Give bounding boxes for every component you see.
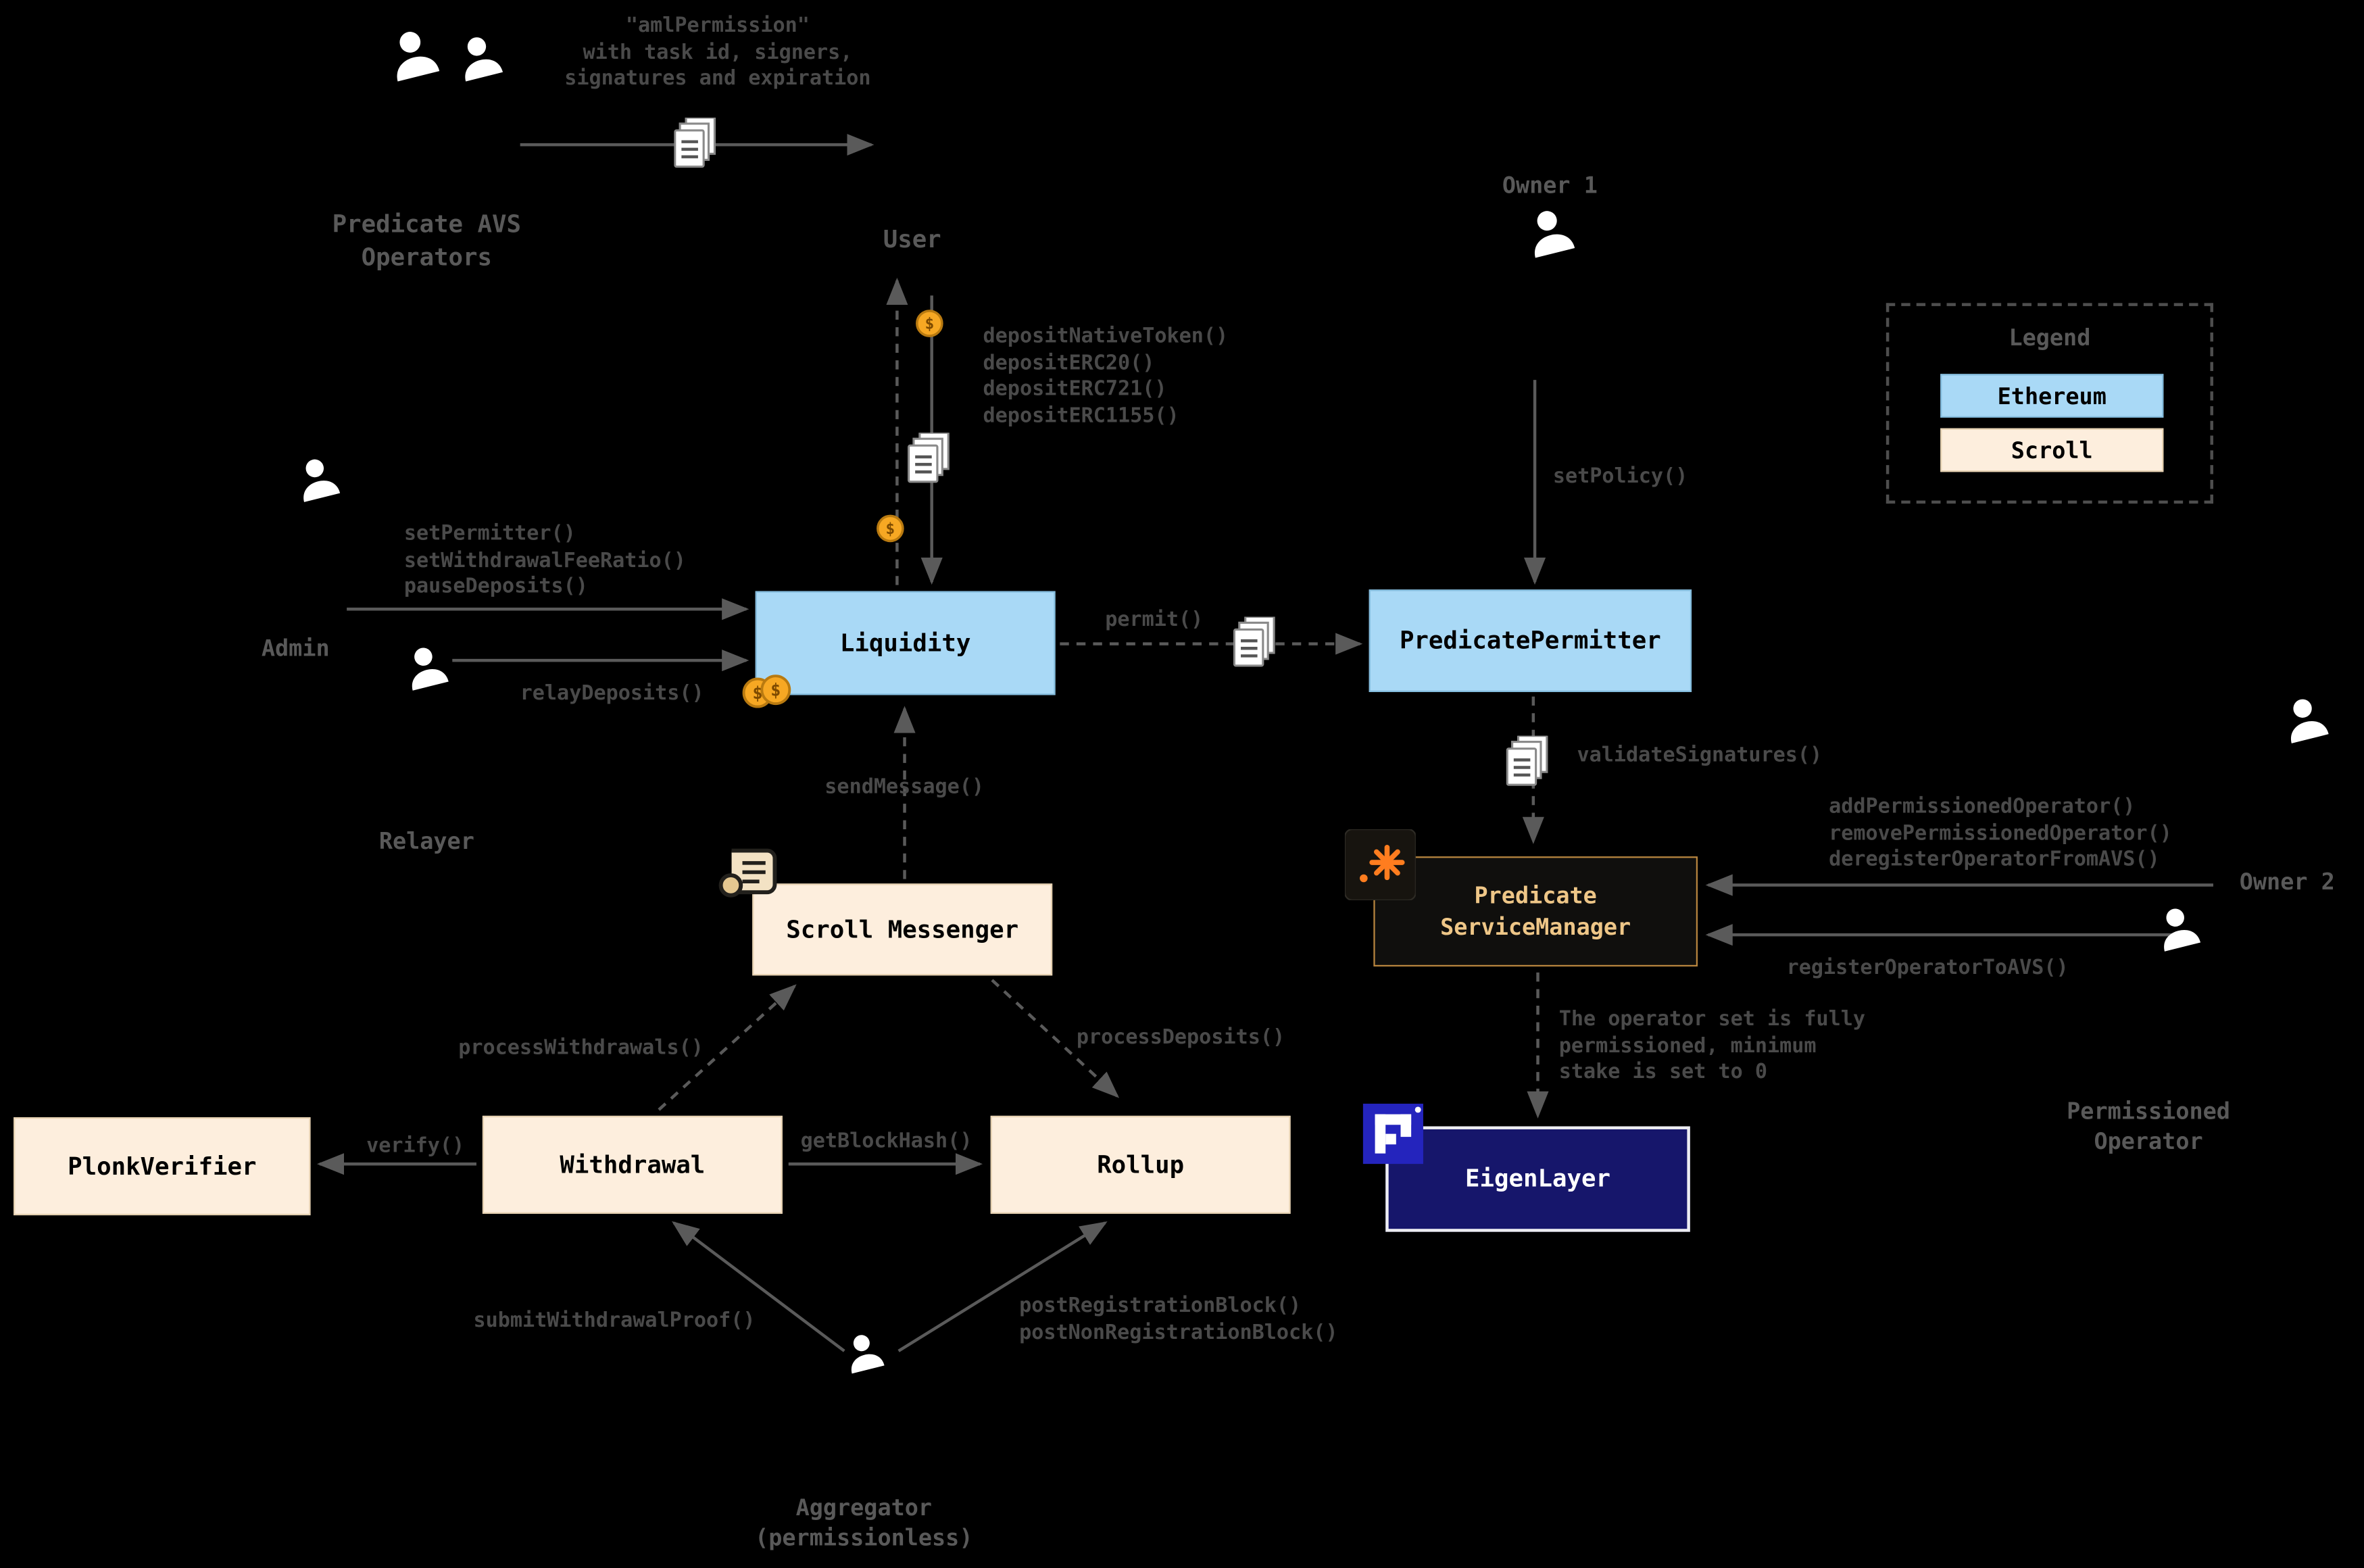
edge-process-deposits: [991, 979, 1120, 1098]
predicate-logo: [1344, 829, 1416, 900]
coins-icon-liquidity-front: [760, 674, 791, 706]
process-withdrawals-label: processWithdrawals(): [458, 1035, 704, 1060]
process-deposits-label: processDeposits(): [1076, 1025, 1285, 1050]
aml-document-icon: [674, 118, 719, 169]
validate-document-icon: [1506, 736, 1552, 787]
eigenlayer-logo: [1362, 1104, 1423, 1165]
coin-icon-withdraw: [876, 514, 904, 543]
register-operator-label: registerOperatorToAVS(): [1786, 956, 2069, 981]
relay-deposits-label: relayDeposits(): [520, 681, 704, 706]
admin-calls-label: setPermitter() setWithdrawalFeeRatio() p…: [403, 521, 686, 599]
node-withdrawal: Withdrawal: [482, 1115, 783, 1214]
edge-process-withdrawals: [658, 984, 797, 1111]
set-policy-label: setPolicy(): [1552, 464, 1688, 489]
post-blocks-label: postRegistrationBlock() postNonRegistrat…: [1019, 1294, 1338, 1344]
owner2-calls-label: addPermissionedOperator() removePermissi…: [1829, 794, 2172, 872]
permit-label: permit(): [1105, 608, 1204, 632]
node-predicate-service-manager: Predicate ServiceManager: [1373, 856, 1698, 967]
actor-permissioned-operator: Permissioned Operator: [2067, 1098, 2230, 1156]
legend-item-scroll: Scroll: [1940, 428, 2164, 472]
submit-withdrawal-proof-label: submitWithdrawalProof(): [473, 1308, 756, 1333]
legend: Legend Ethereum Scroll: [1886, 303, 2213, 504]
node-liquidity: Liquidity: [755, 591, 1056, 695]
node-scroll-messenger: Scroll Messenger: [752, 883, 1053, 976]
node-predicate-permitter: PredicatePermitter: [1369, 589, 1692, 692]
actor-aggregator: Aggregator (permissionless): [755, 1494, 973, 1552]
actor-user: User: [883, 224, 941, 253]
actor-relayer: Relayer: [378, 827, 474, 855]
node-eigenlayer: EigenLayer: [1385, 1126, 1690, 1232]
actor-predicate-avs-operators: Predicate AVS Operators: [332, 210, 522, 271]
edge-post-blocks: [897, 1221, 1108, 1352]
deposit-functions-label: depositNativeToken() depositERC20() depo…: [983, 324, 1229, 428]
actor-owner1: Owner 1: [1502, 172, 1598, 199]
legend-title: Legend: [2009, 324, 2091, 351]
send-message-label: sendMessage(): [824, 775, 985, 800]
coin-icon-user: [915, 309, 943, 337]
actor-owner2: Owner 2: [2239, 868, 2335, 896]
operator-note: The operator set is fully permissioned, …: [1558, 1007, 1866, 1085]
validate-signatures-label: validateSignatures(): [1577, 743, 1823, 768]
edge-submit-withdrawal-proof: [672, 1221, 845, 1352]
scroll-icon: [714, 840, 782, 908]
verify-label: verify(): [366, 1133, 465, 1158]
deposit-document-icon: [908, 433, 953, 484]
legend-item-ethereum: Ethereum: [1940, 374, 2164, 418]
aml-note: "amlPermission" with task id, signers, s…: [564, 14, 871, 91]
node-rollup: Rollup: [990, 1115, 1291, 1214]
actor-admin: Admin: [261, 635, 330, 662]
node-plonk-verifier: PlonkVerifier: [14, 1117, 311, 1216]
get-block-hash-label: getBlockHash(): [800, 1129, 972, 1154]
permit-document-icon: [1233, 616, 1279, 668]
